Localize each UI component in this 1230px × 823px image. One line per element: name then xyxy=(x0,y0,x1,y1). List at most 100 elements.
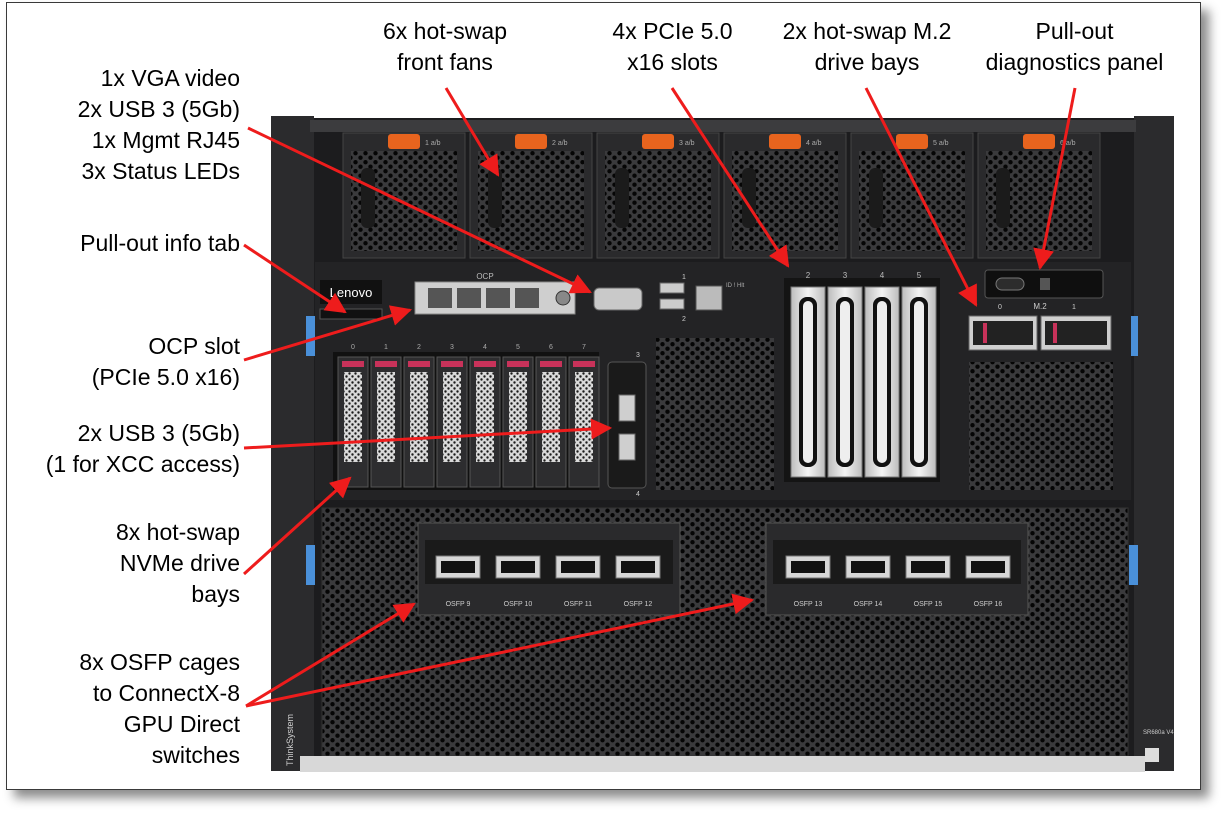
arrow-infotab xyxy=(243,243,347,314)
front-usb-port-3[interactable] xyxy=(618,394,636,422)
callout-line: 4x PCIe 5.0 xyxy=(612,18,733,44)
model-label: SR680a V4 xyxy=(1143,730,1174,736)
drive-bay-5[interactable]: 5 xyxy=(502,344,534,488)
osfp-label: OSFP 9 xyxy=(446,601,471,608)
callout-pcie: 4x PCIe 5.0 x16 slots xyxy=(590,16,755,78)
usb-label-1: 1 xyxy=(682,274,686,281)
drive-bay-6[interactable]: 6 xyxy=(535,344,567,488)
right-rack-ear xyxy=(1134,116,1174,771)
callout-line: (PCIe 5.0 x16) xyxy=(91,364,240,390)
pcie-number: 4 xyxy=(880,271,885,280)
chassis-base xyxy=(300,756,1145,772)
fan-row: 1 a/b 2 a/b 3 a/b 4 a/b xyxy=(342,132,1101,259)
callout-line: drive bays xyxy=(814,49,920,75)
callout-line: Pull-out xyxy=(1035,18,1114,44)
info-tab[interactable] xyxy=(319,308,383,320)
pcie-number: 5 xyxy=(917,271,922,280)
osfp-port-10[interactable]: OSFP 10 xyxy=(495,555,541,608)
ocp-label: OCP xyxy=(476,272,493,281)
arrow-osfp-left xyxy=(245,602,416,708)
osfp-port-9[interactable]: OSFP 9 xyxy=(435,555,481,608)
fan-3[interactable]: 3 a/b xyxy=(596,132,720,259)
right-blue-latch xyxy=(1129,316,1138,356)
callout-infotab: Pull-out info tab xyxy=(20,228,240,259)
callout-line: 6x hot-swap xyxy=(382,18,507,44)
usb-port-1[interactable] xyxy=(659,282,685,294)
left-blue-latch-lower xyxy=(306,545,315,585)
callout-line: 8x OSFP cages xyxy=(79,649,240,675)
diagnostics-pull-tab[interactable] xyxy=(1040,278,1050,290)
pcie-number: 3 xyxy=(843,271,848,280)
callout-arrows xyxy=(242,87,1077,708)
osfp-port-14[interactable]: OSFP 14 xyxy=(845,555,891,608)
usb-label-3: 3 xyxy=(636,352,640,359)
drive-number: 7 xyxy=(582,344,586,351)
fan-5[interactable]: 5 a/b xyxy=(850,132,974,259)
fan-label: 4 a/b xyxy=(806,140,822,147)
fan-2[interactable]: 2 a/b xyxy=(469,132,593,259)
fan-label: 3 a/b xyxy=(679,140,695,147)
callout-nvme: 8x hot-swap NVMe drive bays xyxy=(20,517,240,610)
fan-1[interactable]: 1 a/b xyxy=(342,132,466,259)
pcie-slot-3[interactable]: 3 xyxy=(827,271,863,478)
pcie-slot-4[interactable]: 4 xyxy=(864,271,900,478)
osfp-port-13[interactable]: OSFP 13 xyxy=(785,555,831,608)
arrow-nvme xyxy=(242,476,352,576)
osfp-port-12[interactable]: OSFP 12 xyxy=(615,555,661,608)
drive-number: 4 xyxy=(483,344,487,351)
fan-label: 2 a/b xyxy=(552,140,568,147)
usb-label-2: 2 xyxy=(682,316,686,323)
drive-bay-0[interactable]: 0 xyxy=(337,344,369,488)
pcie-slot-2[interactable]: 2 xyxy=(790,271,826,478)
arrow-m2 xyxy=(864,87,978,307)
front-usb-port-4[interactable] xyxy=(618,433,636,461)
callout-line: 3x Status LEDs xyxy=(81,158,240,184)
diagnostics-button[interactable] xyxy=(995,277,1025,291)
arrow-osfp-right xyxy=(245,593,755,708)
top-trim xyxy=(310,120,1136,132)
drive-bay-2[interactable]: 2 xyxy=(403,344,435,488)
callout-ocp: OCP slot (PCIe 5.0 x16) xyxy=(20,331,240,393)
m2-bay-1[interactable] xyxy=(1040,315,1112,351)
arrow-diag xyxy=(1033,87,1077,271)
callout-line: diagnostics panel xyxy=(985,49,1164,75)
lenovo-logo: Lenovo xyxy=(330,285,373,300)
drive-bay-4[interactable]: 4 xyxy=(469,344,501,488)
fan-4[interactable]: 4 a/b xyxy=(723,132,847,259)
fan-6[interactable]: 6 a/b xyxy=(977,132,1101,259)
left-blue-latch xyxy=(306,316,315,356)
drive-bay-7[interactable]: 7 xyxy=(568,344,600,488)
callout-line: OCP slot xyxy=(148,333,240,359)
callout-usb: 2x USB 3 (5Gb) (1 for XCC access) xyxy=(20,418,240,480)
m2-number-1: 1 xyxy=(1072,304,1076,311)
osfp-label: OSFP 11 xyxy=(564,601,592,608)
osfp-label: OSFP 13 xyxy=(794,601,823,608)
fan-label: 1 a/b xyxy=(425,140,441,147)
osfp-label: OSFP 14 xyxy=(854,601,883,608)
mgmt-rj45-port[interactable] xyxy=(695,285,723,311)
fan-label: 6 a/b xyxy=(1060,140,1076,147)
callout-line: 1x Mgmt RJ45 xyxy=(91,127,240,153)
osfp-port-11[interactable]: OSFP 11 xyxy=(555,555,601,608)
pcie-slot-5[interactable]: 5 xyxy=(901,271,937,478)
vga-port[interactable] xyxy=(593,287,643,311)
ocp-slot[interactable] xyxy=(414,281,576,315)
callout-line: (1 for XCC access) xyxy=(45,451,240,477)
thinksystem-brand: ThinkSystem xyxy=(285,714,295,766)
usb-port-2[interactable] xyxy=(659,298,685,310)
drive-bay-1[interactable]: 1 xyxy=(370,344,402,488)
osfp-label: OSFP 15 xyxy=(914,601,943,608)
m2-label: M.2 xyxy=(1033,302,1047,311)
osfp-port-15[interactable]: OSFP 15 xyxy=(905,555,951,608)
drive-bay-3[interactable]: 3 xyxy=(436,344,468,488)
front-usb-module xyxy=(607,361,647,489)
m2-bay-0[interactable] xyxy=(968,315,1038,351)
arrow-vga xyxy=(247,126,592,294)
callout-line: front fans xyxy=(397,49,493,75)
usb-label-4: 4 xyxy=(636,491,640,498)
m2-number-0: 0 xyxy=(998,304,1002,311)
arrow-usb xyxy=(243,418,613,450)
osfp-port-16[interactable]: OSFP 16 xyxy=(965,555,1011,608)
callout-line: 2x hot-swap M.2 xyxy=(782,18,952,44)
